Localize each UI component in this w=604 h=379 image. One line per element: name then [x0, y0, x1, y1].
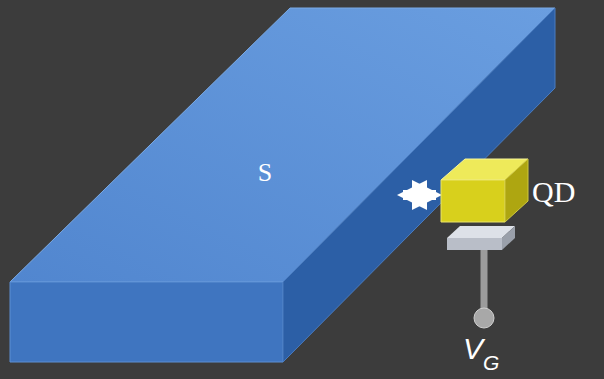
slab-side: [283, 8, 555, 362]
gate-subscript: G: [483, 352, 499, 373]
gate-terminal: [474, 308, 494, 328]
gate-plate-side: [502, 226, 515, 250]
quantum-dot: QD: [440, 158, 600, 222]
coupling-arrow: [403, 190, 436, 200]
cube-front: [441, 180, 505, 222]
dot-cube: [440, 158, 530, 224]
superconductor: S: [130, 135, 400, 210]
gate-plate-front: [447, 238, 502, 250]
gate-voltage: V: [463, 334, 483, 364]
region-label: S: [258, 158, 272, 188]
cube-side: [505, 159, 528, 222]
slab-front: [10, 282, 283, 362]
dot-label: QD: [532, 175, 575, 209]
